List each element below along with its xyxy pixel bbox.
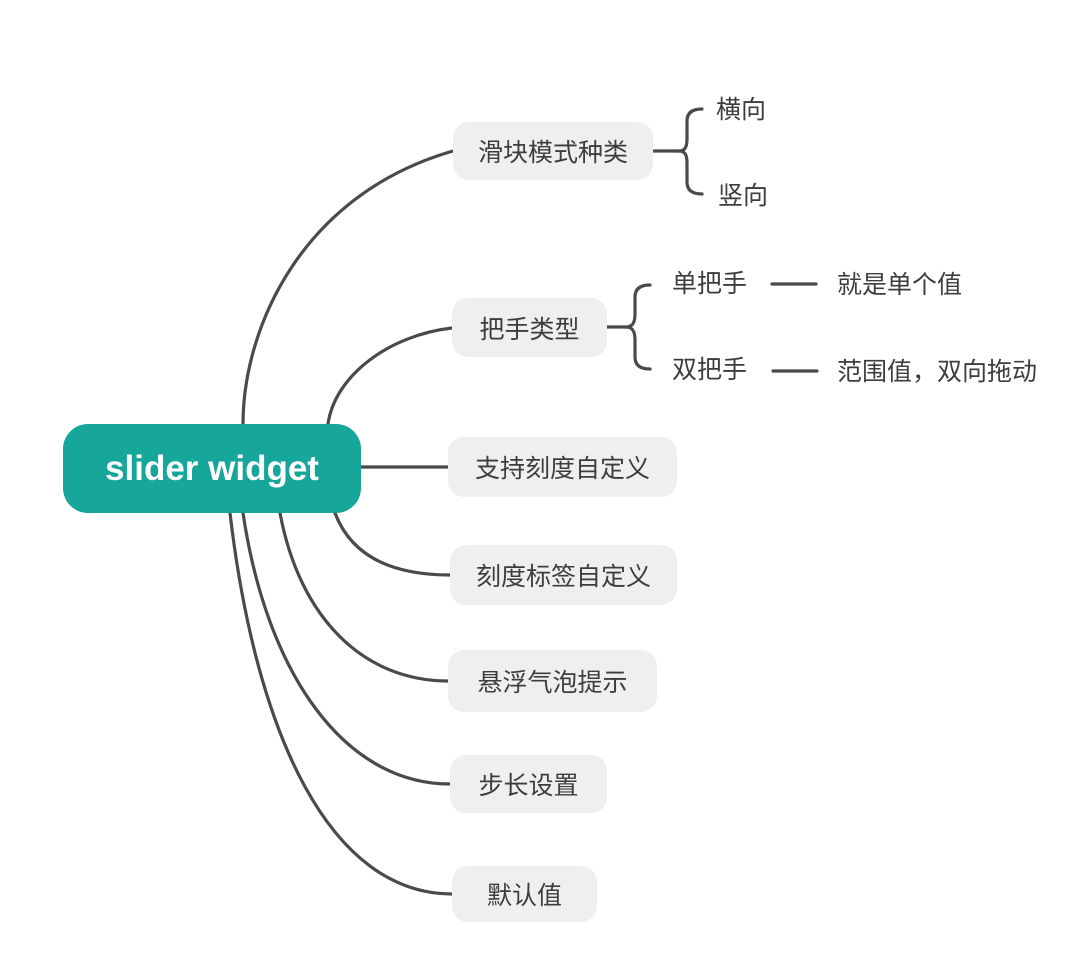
branch-handle-types[interactable]: 把手类型: [452, 298, 607, 357]
connector-root-to-tooltip: [278, 511, 450, 683]
branch-custom-tick-labels[interactable]: 刻度标签自定义: [450, 545, 677, 605]
connector-handle-types-to-double: [624, 325, 652, 371]
child-node-double-handle[interactable]: 双把手: [672, 356, 748, 384]
branch-label: 滑块模式种类: [477, 139, 628, 167]
connector-root-to-handle-types: [326, 326, 454, 426]
root-node-label: slider widget: [105, 448, 319, 488]
branch-slider-mode-types[interactable]: 滑块模式种类: [453, 122, 653, 180]
connector-root-to-slider-modes: [241, 149, 455, 426]
branch-default-value[interactable]: 默认值: [452, 866, 597, 922]
root-node-slider-widget[interactable]: slider widget: [63, 424, 361, 513]
child-node-horizontal[interactable]: 横向: [716, 96, 767, 124]
branch-label: 步长设置: [478, 772, 579, 800]
connector-root-to-tick-labels: [333, 511, 452, 577]
connector-root-to-default: [228, 511, 454, 896]
connector-slider-modes-to-vertical: [677, 149, 704, 196]
branch-label: 悬浮气泡提示: [477, 669, 628, 697]
child-node-single-handle[interactable]: 单把手: [672, 270, 748, 298]
branch-hover-bubble-tooltip[interactable]: 悬浮气泡提示: [448, 650, 657, 712]
branch-label: 默认值: [486, 882, 562, 910]
connector-slider-modes-to-horizontal: [677, 107, 704, 153]
branch-label: 刻度标签自定义: [475, 563, 651, 591]
child-node-vertical[interactable]: 竖向: [718, 182, 769, 210]
branch-step-setting[interactable]: 步长设置: [450, 755, 607, 813]
connector-handle-types-to-single: [624, 283, 652, 329]
note-single-value[interactable]: 就是单个值: [837, 271, 963, 299]
branch-custom-ticks[interactable]: 支持刻度自定义: [448, 437, 677, 497]
note-range-value[interactable]: 范围值，双向拖动: [837, 358, 1038, 386]
branch-label: 支持刻度自定义: [474, 455, 650, 483]
connector-root-to-step: [241, 511, 452, 786]
branch-label: 把手类型: [479, 315, 580, 344]
